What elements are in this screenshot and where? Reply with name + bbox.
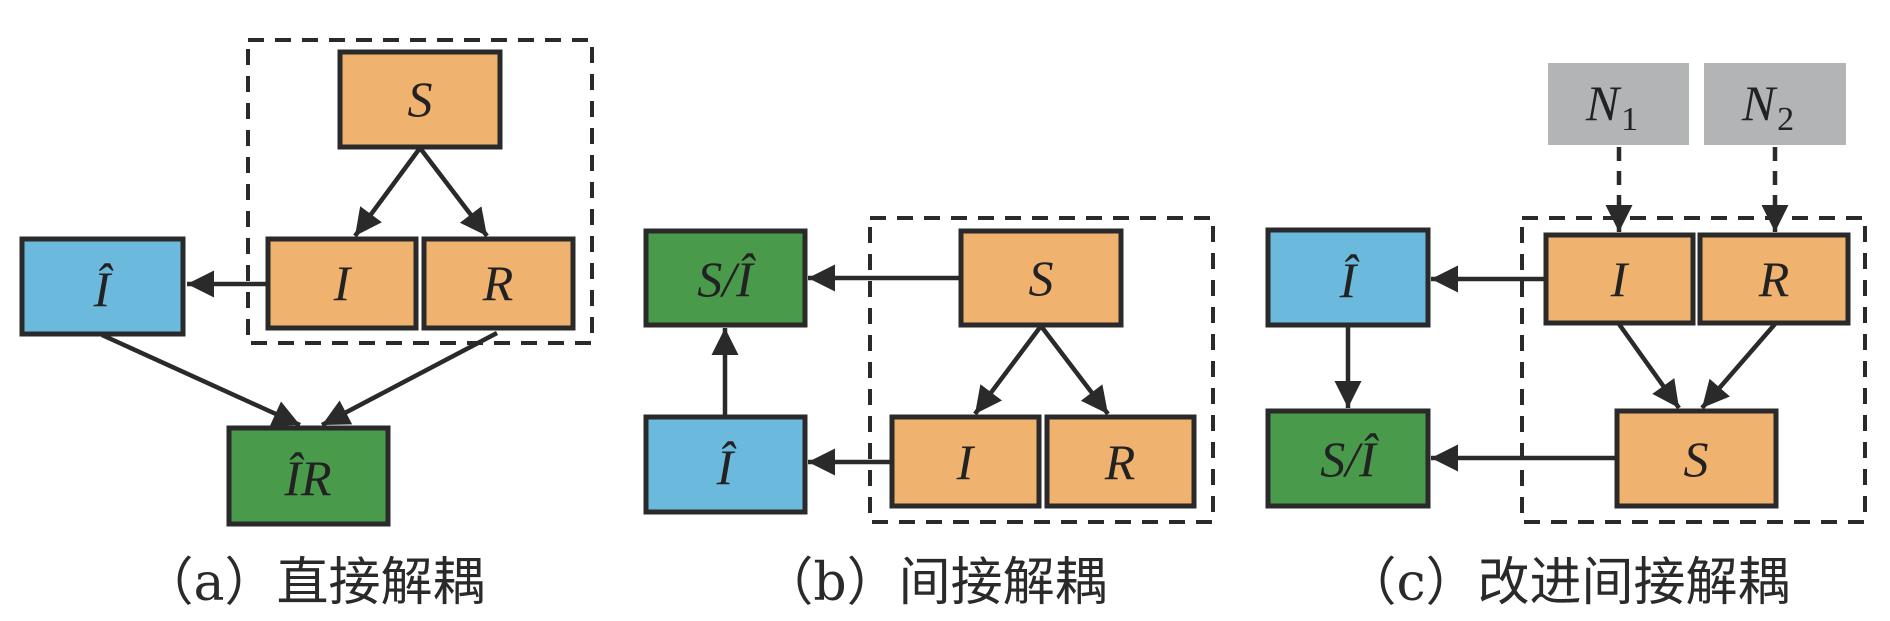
panel-c-node-s: S <box>1614 408 1779 509</box>
panel-c-edge-i-to-s <box>1617 322 1681 410</box>
panel-a-node-s-label: S <box>408 71 433 127</box>
panel-a-node-irhat-label: ÎR <box>283 450 331 506</box>
panel-a-node-r: R <box>421 236 576 331</box>
panel-c-node-ihat: Î <box>1265 227 1431 328</box>
panel-a-node-i-label: I <box>333 255 353 311</box>
panel-b-edge-s-to-r <box>1039 324 1110 416</box>
panel-a-node-i: I <box>265 236 419 331</box>
panel-c-node-ihat-label: Î <box>1339 252 1360 308</box>
panel-a-caption: （a）直接解耦 <box>141 553 484 613</box>
panel-a-node-ihat-label: Î <box>93 261 114 317</box>
panel-c-node-n2: N2 <box>1704 63 1846 145</box>
panel-c-node-i: I <box>1543 232 1696 326</box>
panel-a-edge-s-to-r <box>418 146 489 238</box>
panel-c-edge-r-to-s <box>1700 322 1777 410</box>
panel-a-node-s: S <box>337 49 503 150</box>
panel-b-node-sihat: S/Î <box>643 228 808 328</box>
panel-b-node-ihat: Î <box>643 414 808 515</box>
panel-b-node-s-label: S <box>1029 250 1054 306</box>
panel-c-node-sihat-label: S/Î <box>1320 431 1379 487</box>
panel-a-group-boundary <box>246 38 594 345</box>
panel-b-node-i: I <box>889 414 1042 509</box>
panel-c-node-r-label: R <box>1758 251 1790 307</box>
panel-b-node-r-label: R <box>1104 434 1136 490</box>
panel-c-node-s-label: S <box>1684 431 1709 487</box>
panel-c-node-i-label: I <box>1610 251 1630 307</box>
panel-c-node-n1-label: N1 <box>1585 75 1638 138</box>
panel-c-node-sihat: S/Î <box>1265 408 1431 509</box>
panel-c: N1 N2 I R S Î S/Î （c）改进间接解耦 <box>1265 63 1867 613</box>
panel-a: S I R Î ÎR （a）直接解耦 <box>19 38 594 613</box>
panel-a-node-ihat: Î <box>19 236 186 337</box>
panel-c-node-n1: N1 <box>1548 63 1689 145</box>
panel-b-node-s: S <box>958 228 1124 328</box>
panel-c-node-n2-label: N2 <box>1741 75 1794 138</box>
panel-b-node-sihat-label: S/Î <box>697 251 756 307</box>
panel-a-edge-r-to-irhat <box>320 331 499 427</box>
panel-b-node-ihat-label: Î <box>716 439 737 495</box>
panel-b-node-i-label: I <box>956 434 976 490</box>
panel-c-caption: （c）改进间接解耦 <box>1344 553 1789 613</box>
panel-b-node-r: R <box>1044 414 1197 509</box>
panel-c-group-boundary <box>1520 216 1867 524</box>
panel-a-edge-ihat-to-irhat <box>101 332 301 428</box>
panel-b: S/Î S Î I R （b）间接解耦 <box>643 216 1215 613</box>
panel-c-node-r: R <box>1697 232 1851 326</box>
panel-a-node-irhat: ÎR <box>226 425 391 527</box>
panel-a-edge-s-to-i <box>353 146 422 238</box>
panel-b-group-boundary <box>868 216 1215 524</box>
panel-b-edge-s-to-i <box>973 324 1043 416</box>
panel-a-node-r-label: R <box>482 255 514 311</box>
panel-b-caption: （b）间接解耦 <box>761 553 1106 613</box>
